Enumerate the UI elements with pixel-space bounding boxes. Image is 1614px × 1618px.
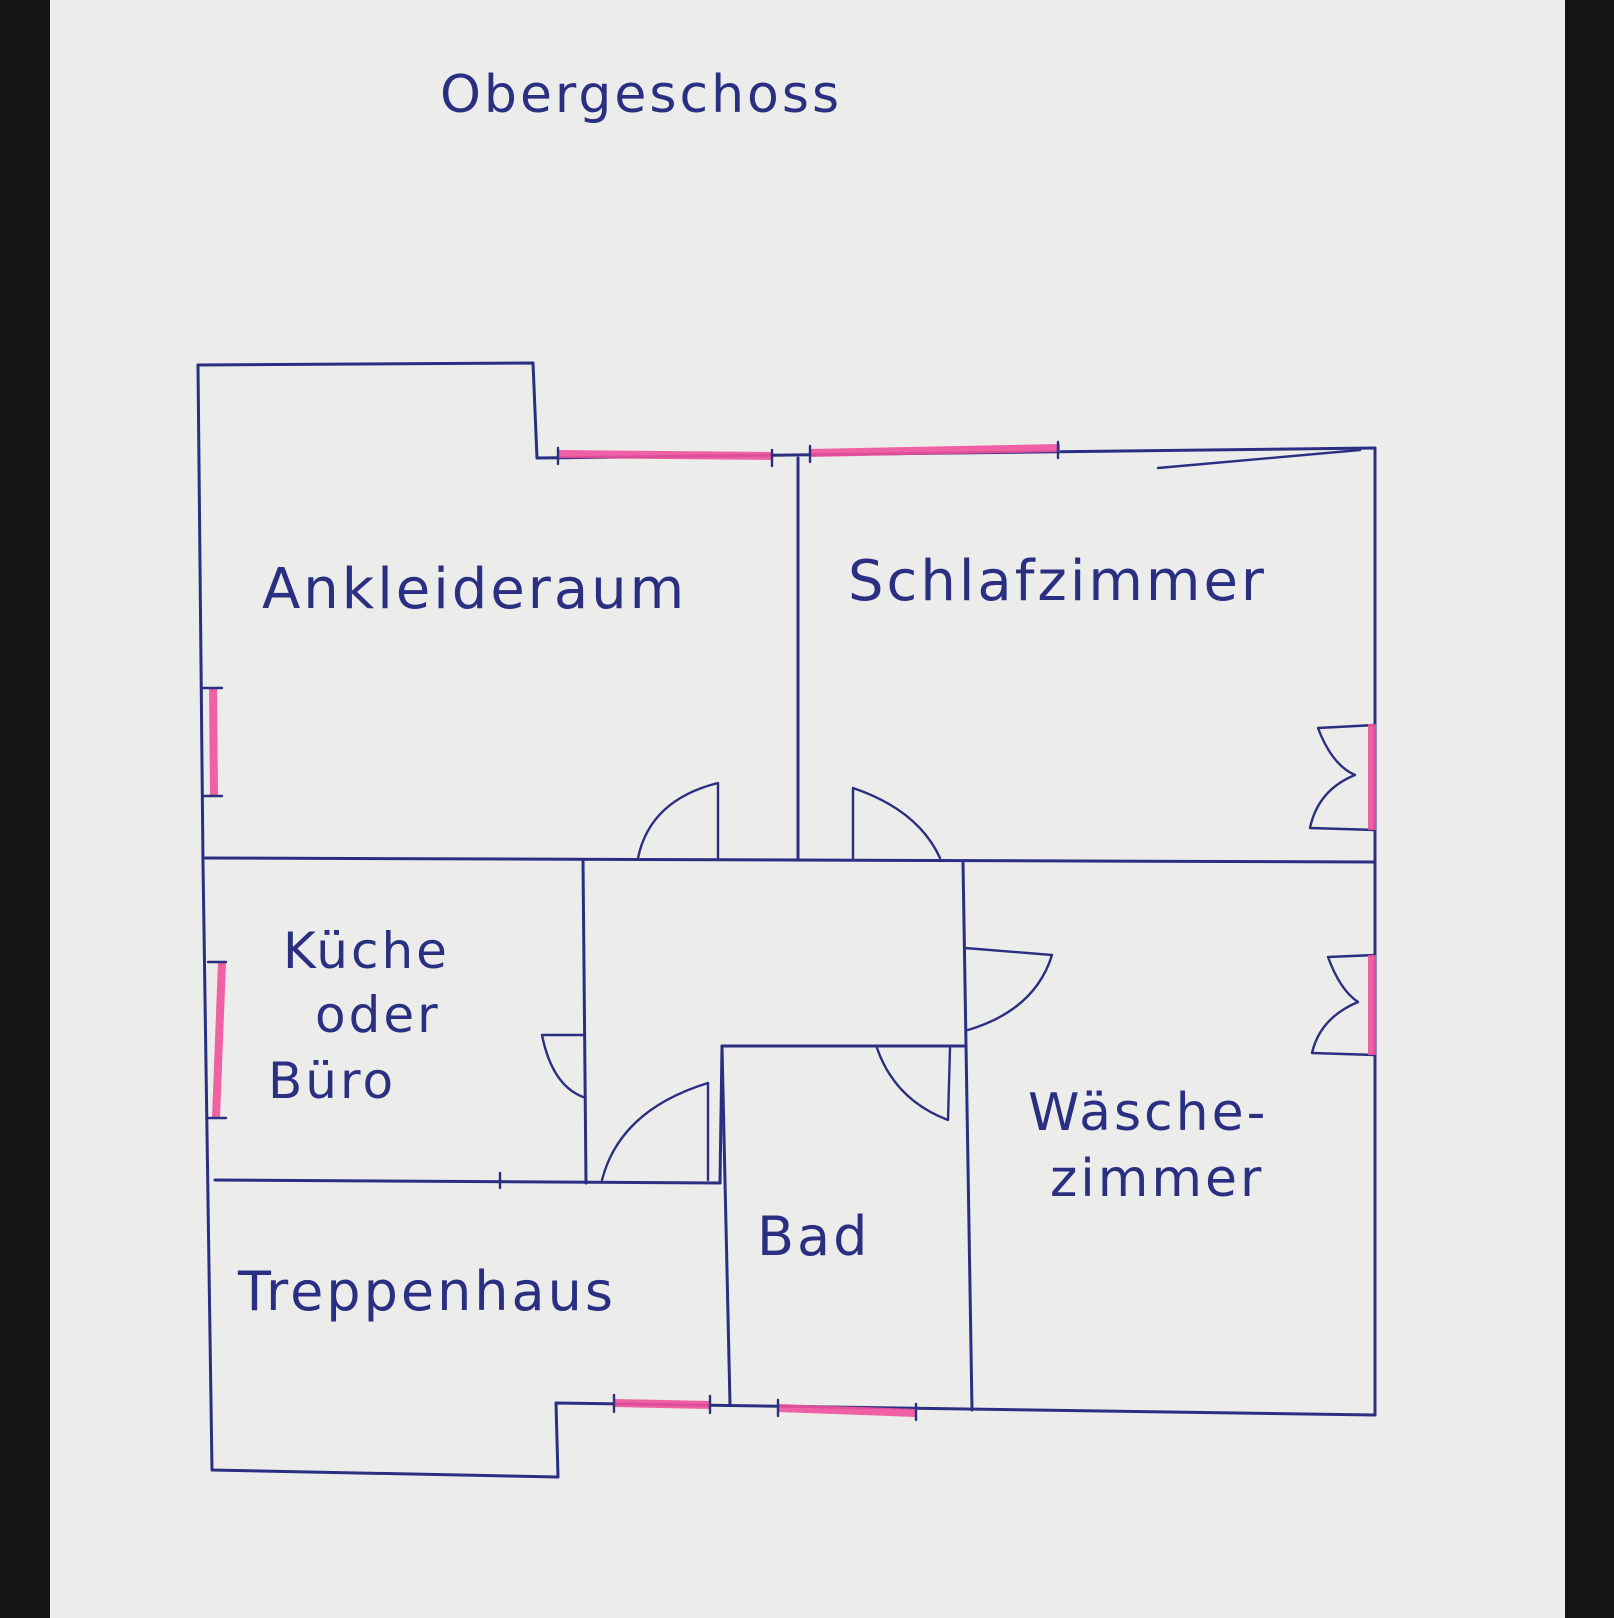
window-ticks — [201, 440, 1060, 1422]
window-bad-bottom — [777, 1404, 917, 1417]
interior-walls — [201, 456, 1377, 1412]
label-treppenhaus: Treppenhaus — [237, 1260, 616, 1323]
pencil-stroke — [1156, 448, 1362, 470]
window-kueche-left — [212, 961, 226, 1119]
door-treppenhaus — [600, 1081, 710, 1182]
paper-sheet — [50, 0, 1565, 1618]
window-ankleide-top — [557, 450, 773, 460]
door-kueche — [540, 1033, 585, 1099]
wall-kueche-treppe — [213, 1178, 722, 1185]
outer-wall-bottom — [554, 1401, 1377, 1479]
label-bad: Bad — [757, 1205, 870, 1268]
outer-wall-top — [196, 361, 1377, 460]
door-balcony-schlafzimmer — [1308, 723, 1377, 832]
door-ankleideraum — [636, 781, 720, 860]
wall-waesche-left — [961, 860, 974, 1412]
label-waesche-line2: zimmer — [1050, 1149, 1264, 1209]
outer-wall-left — [196, 363, 560, 1479]
wall-bad-left — [720, 1044, 732, 1407]
door-waeschezimmer — [963, 946, 1054, 1032]
door-balcony-waeschezimmer — [1310, 953, 1377, 1057]
door-schlafzimmer — [851, 786, 942, 860]
wall-bad-top — [718, 1044, 967, 1185]
floor-title: Obergeschoss — [440, 65, 842, 125]
label-kueche-line2: oder — [315, 986, 441, 1044]
window-treppe-bottom — [613, 1399, 711, 1409]
door-bad — [875, 1046, 952, 1122]
doors — [540, 723, 1377, 1182]
window-schlaf-top — [809, 444, 1061, 457]
label-schlafzimmer: Schlafzimmer — [848, 549, 1267, 614]
wall-kueche-flur — [581, 858, 588, 1185]
window-ankleide-left — [209, 687, 218, 797]
label-kueche-line1: Küche — [283, 922, 450, 980]
wall-upper-rooms — [201, 856, 1377, 864]
label-kueche-line3: Büro — [268, 1052, 396, 1110]
windows — [209, 444, 1376, 1417]
label-waesche-line1: Wäsche- — [1028, 1083, 1268, 1143]
label-ankleideraum: Ankleideraum — [262, 557, 687, 622]
